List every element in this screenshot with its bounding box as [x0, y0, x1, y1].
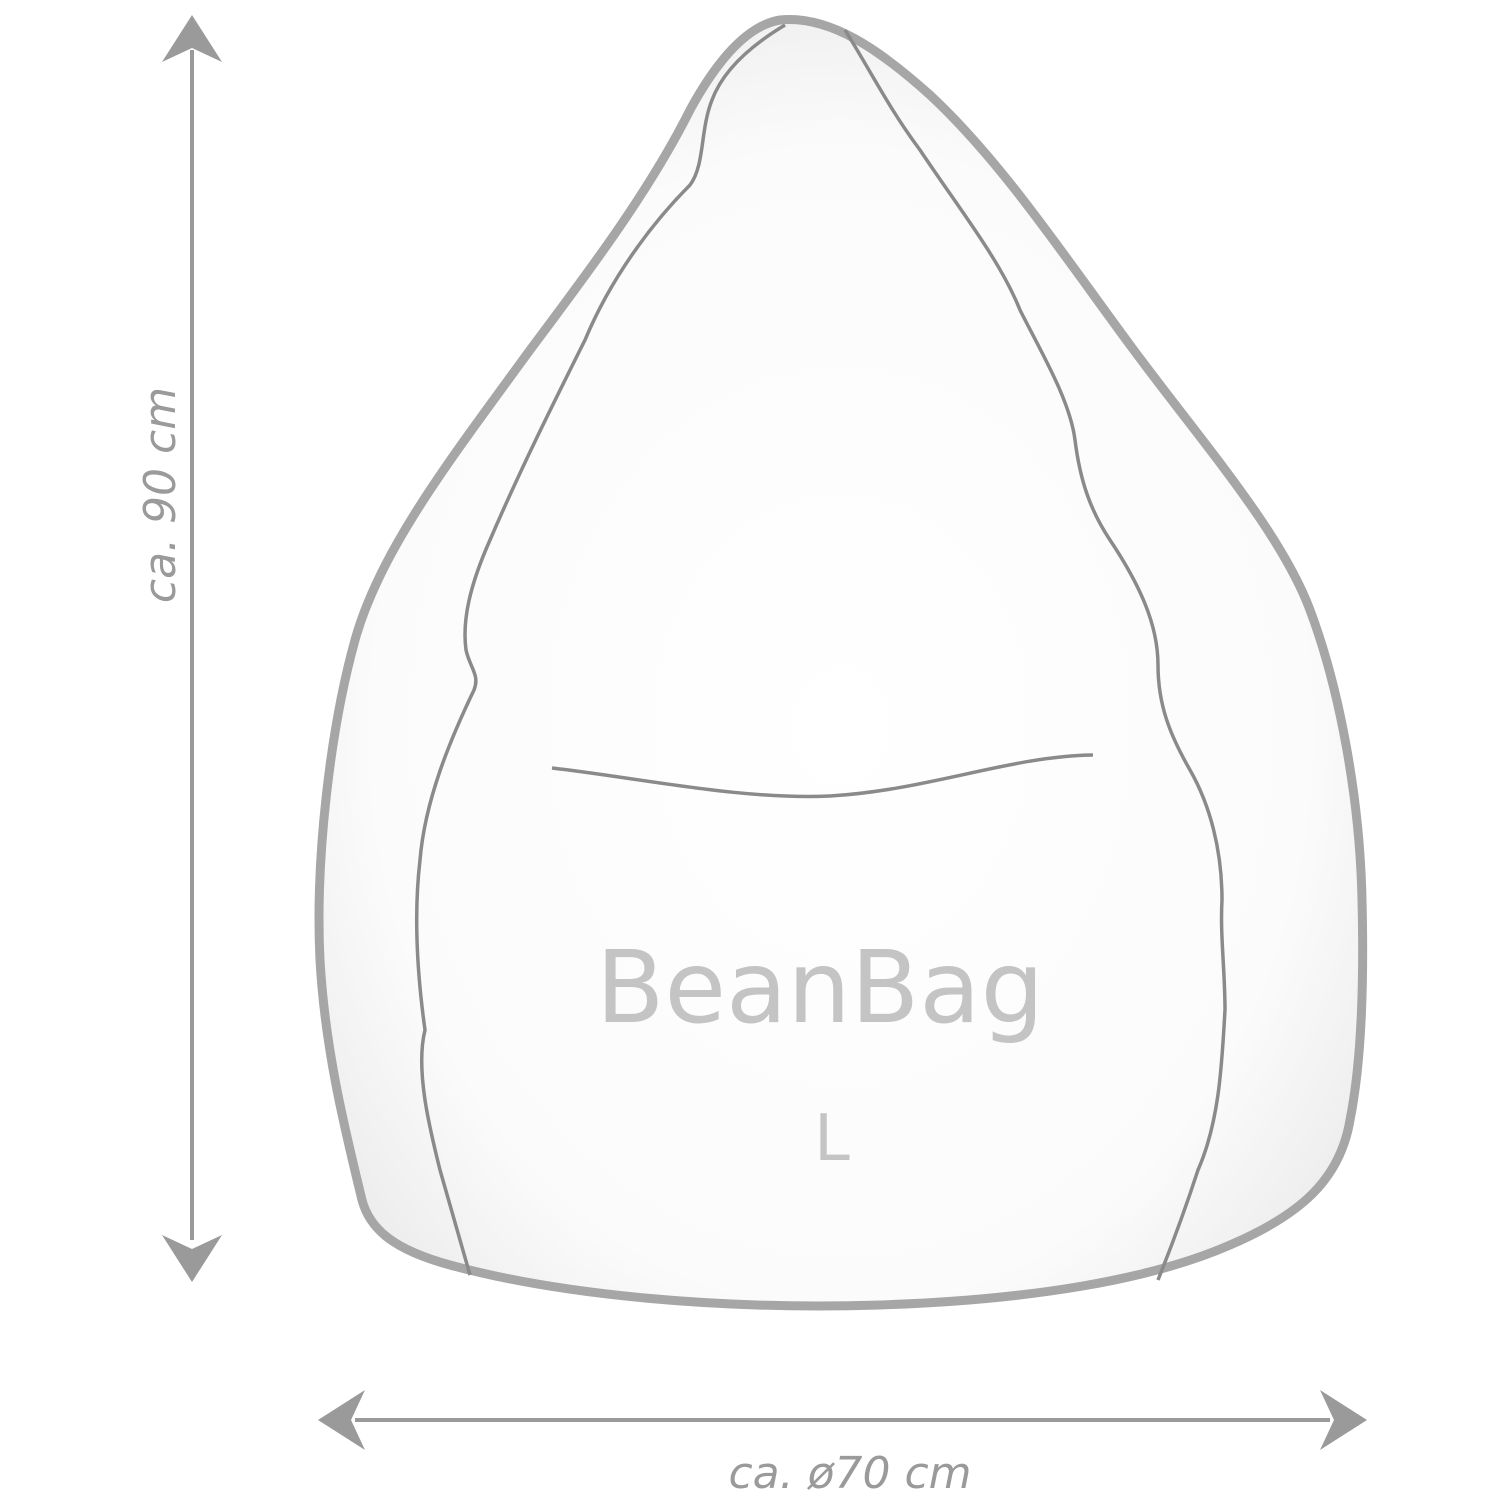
arrowhead-right-icon	[1320, 1390, 1367, 1450]
product-name: BeanBag	[596, 929, 1044, 1046]
pocket-line	[551, 753, 1094, 799]
arrowhead-up-icon	[162, 15, 222, 62]
width-dimension-arrow	[318, 1390, 1367, 1450]
arrowhead-left-icon	[318, 1390, 365, 1450]
left-seam	[414, 23, 786, 1276]
beanbag-outline	[314, 15, 1368, 1311]
height-label: ca. 90 cm	[135, 387, 186, 603]
width-label: ca. ø70 cm	[728, 1448, 971, 1499]
arrowhead-down-icon	[162, 1235, 222, 1282]
right-seam	[843, 29, 1227, 1281]
product-size: L	[814, 1102, 850, 1176]
height-dimension-arrow	[162, 15, 222, 1282]
